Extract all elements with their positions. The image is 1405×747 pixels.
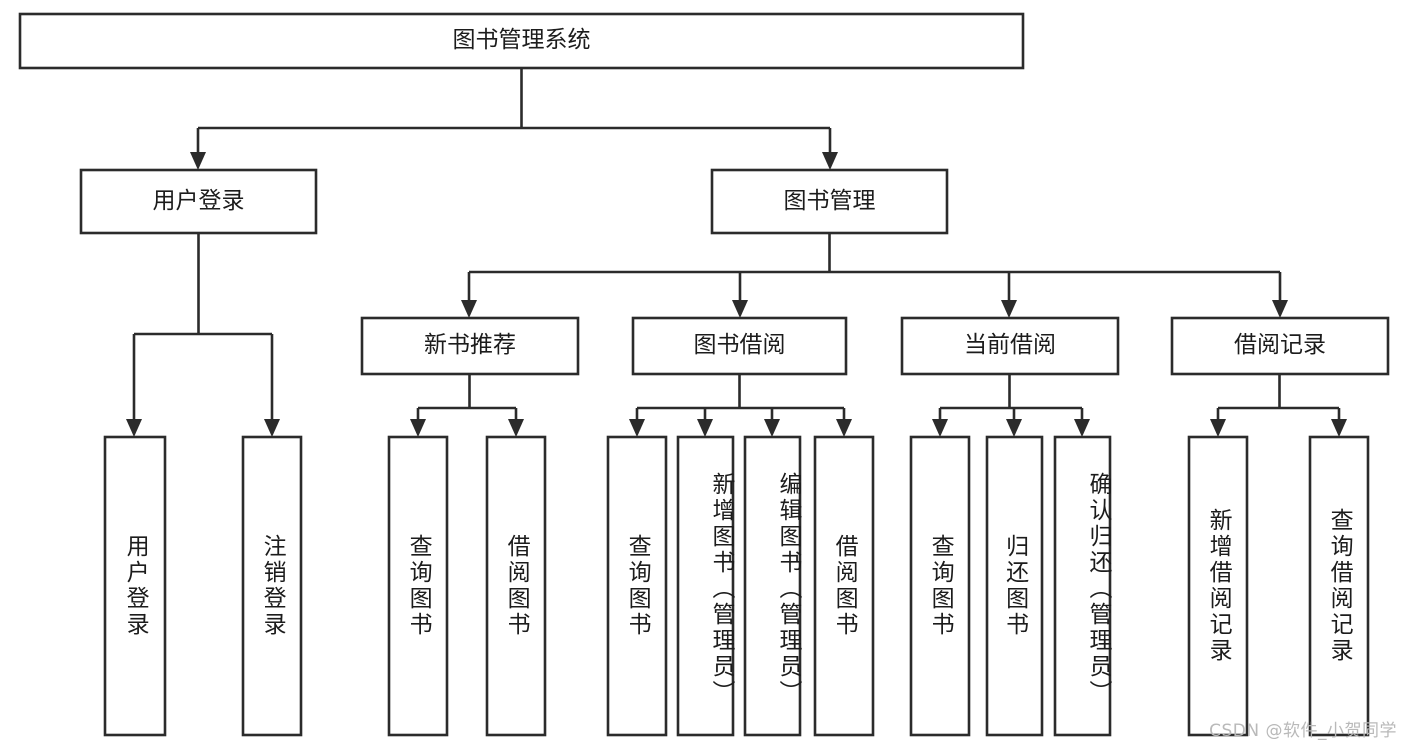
arrow-icon-bookborrow-leaf-1 [629,419,645,437]
node-box-leaf-book-borrow-4[interactable] [813,435,875,737]
arrow-icon-bookborrow-leaf-2 [697,419,713,437]
arrow-icon-borrowrecord-leaf-2 [1331,419,1347,437]
node-box-root[interactable] [18,12,1025,70]
arrow-icon-borrowrecord-leaf-1 [1210,419,1226,437]
node-box-current-borrow[interactable] [900,316,1120,376]
node-box-book-borrow[interactable] [631,316,848,376]
arrow-icon-bookborrow-leaf-4 [836,419,852,437]
arrow-icon-to-borrow-record [1272,300,1288,318]
node-box-leaf-borrow-record-2[interactable] [1308,435,1370,737]
node-box-leaf-user-login-1[interactable] [103,435,167,737]
node-box-leaf-book-borrow-1[interactable] [606,435,668,737]
arrow-icon-bookborrow-leaf-3 [764,419,780,437]
arrow-icon-currentborrow-leaf-1 [932,419,948,437]
csdn-watermark: CSDN @软件_小贺同学 [1209,721,1397,741]
node-box-user-login[interactable] [79,168,318,235]
arrow-icon-newbook-leaf-1 [410,419,426,437]
node-box-new-book-recommend[interactable] [360,316,580,376]
node-box-leaf-book-borrow-3[interactable] [743,435,802,737]
node-box-borrow-record[interactable] [1170,316,1390,376]
arrow-icon-userlogin-leaf-2 [264,419,280,437]
arrow-icon-userlogin-leaf-1 [126,419,142,437]
node-box-leaf-current-borrow-3[interactable] [1053,435,1112,737]
arrow-icon-root-to-book-management [822,152,838,170]
arrow-icon-currentborrow-leaf-3 [1074,419,1090,437]
node-box-leaf-new-book-2[interactable] [485,435,547,737]
arrow-icon-to-new-book-recommend [461,300,477,318]
node-box-leaf-current-borrow-2[interactable] [985,435,1044,737]
arrow-icon-to-book-borrow [732,300,748,318]
node-box-book-management[interactable] [710,168,949,235]
arrow-icon-root-to-user-login [190,152,206,170]
arrow-icon-newbook-leaf-2 [508,419,524,437]
arrow-icon-currentborrow-leaf-2 [1006,419,1022,437]
node-box-leaf-borrow-record-1[interactable] [1187,435,1249,737]
node-box-leaf-book-borrow-2[interactable] [676,435,735,737]
arrow-icon-to-current-borrow [1001,300,1017,318]
node-box-leaf-current-borrow-1[interactable] [909,435,971,737]
node-box-leaf-new-book-1[interactable] [387,435,449,737]
node-box-leaf-user-login-2[interactable] [241,435,303,737]
